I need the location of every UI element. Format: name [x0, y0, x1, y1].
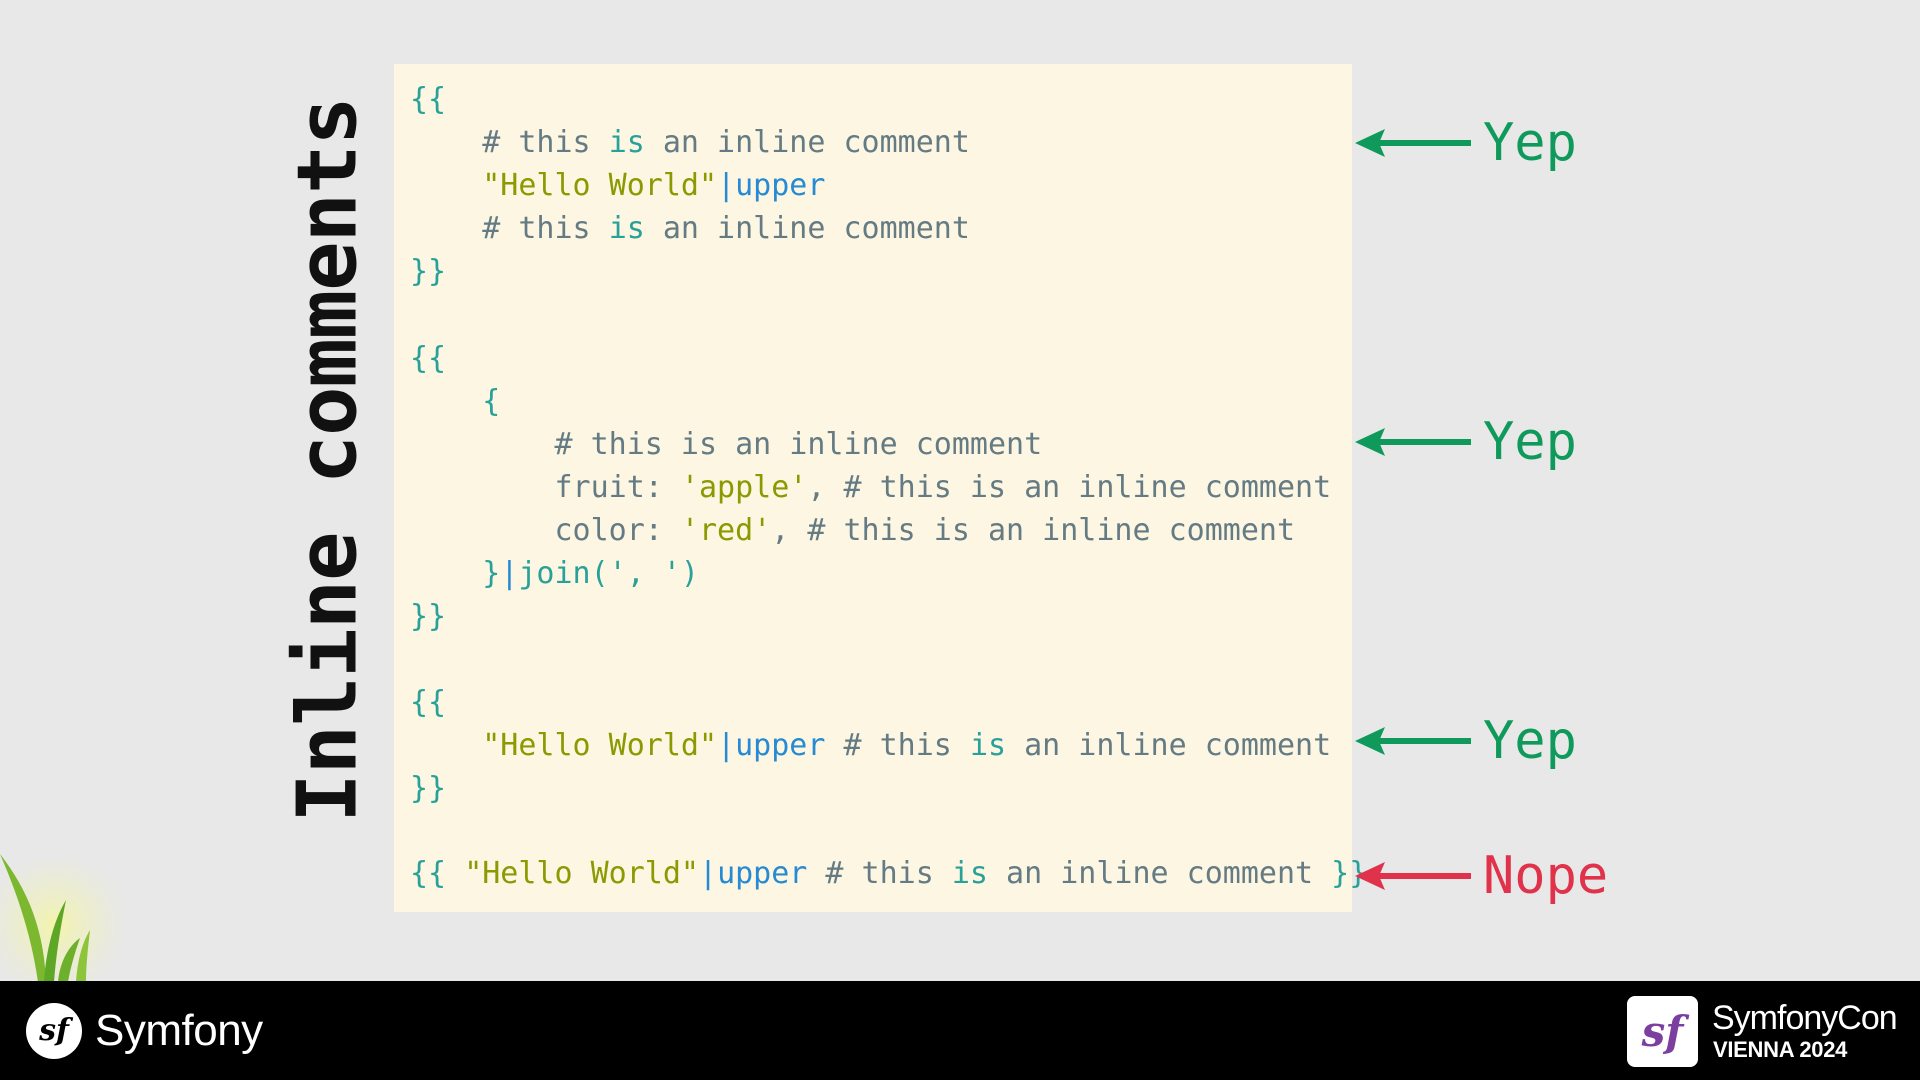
code-token: {{: [410, 685, 447, 720]
code-token: "Hello World": [464, 856, 699, 891]
code-line: "Hello World"|upper: [410, 166, 825, 206]
slide: Inline comments {{ # this is an inline c…: [0, 64, 1615, 990]
code-token: an inline comment: [644, 211, 970, 246]
arrow-left-icon: [1355, 727, 1471, 755]
code-token: 'red': [680, 513, 772, 548]
code-token: |: [717, 728, 736, 763]
footer-bar: sf Symfony sf SymfonyCon VIENNA 2024: [0, 981, 1920, 1080]
code-token: fruit:: [554, 470, 681, 505]
grass-decoration: [0, 854, 140, 990]
symfony-brand-name: Symfony: [95, 1006, 263, 1055]
code-token: # this is an inline comment: [554, 427, 1043, 462]
code-token: |: [717, 168, 736, 203]
code-token: {{: [410, 341, 447, 376]
arrow-left-icon: [1355, 428, 1471, 456]
code-line: {{: [410, 683, 446, 723]
event-place: VIENNA 2024: [1713, 1037, 1848, 1062]
code-line: # this is an inline comment: [410, 425, 1043, 465]
code-token: 'apple': [680, 470, 808, 505]
code-token: |: [699, 856, 718, 891]
code-line: }}: [410, 252, 446, 292]
symfony-logo-icon: sf: [26, 1003, 82, 1059]
code-line: {{ "Hello World"|upper # this is an inli…: [410, 854, 1367, 894]
code-token: join(', '): [518, 556, 699, 591]
code-line: }|join(', '): [410, 554, 699, 594]
code-line: # this is an inline comment: [410, 123, 970, 163]
code-token: upper: [735, 728, 826, 763]
verdict-annotation: Nope: [1355, 846, 1615, 906]
code-token: # this: [825, 728, 970, 763]
verdict-annotation: Yep: [1355, 113, 1615, 173]
code-token: ,: [771, 513, 808, 548]
code-token: upper: [735, 168, 826, 203]
verdict-annotation: Yep: [1355, 412, 1615, 472]
slide-title: Inline comments: [280, 97, 375, 823]
verdict-label: Yep: [1483, 113, 1577, 173]
code-token: |: [500, 556, 519, 591]
code-token: is: [969, 728, 1007, 763]
code-line: }}: [410, 597, 446, 637]
code-token: }}: [410, 771, 447, 806]
slide-title-text: Inline comments: [280, 97, 375, 823]
code-token: ,: [807, 470, 844, 505]
code-token: # this: [807, 856, 952, 891]
verdict-label: Nope: [1483, 846, 1609, 906]
code-line: {: [410, 382, 500, 422]
code-token: # this is an inline comment: [807, 513, 1296, 548]
code-token: {: [482, 384, 501, 419]
code-token: }}: [410, 599, 447, 634]
code-line: {{: [410, 80, 446, 120]
code-panel: {{ # this is an inline comment "Hello Wo…: [394, 64, 1367, 912]
code-token: color:: [554, 513, 681, 548]
code-token: }: [482, 556, 501, 591]
code-token: # this: [482, 125, 609, 160]
code-line: fruit: 'apple', # this is an inline comm…: [410, 468, 1332, 508]
code-token: an inline comment: [644, 125, 970, 160]
code-token: "Hello World": [482, 168, 718, 203]
code-line: color: 'red', # this is an inline commen…: [410, 511, 1296, 551]
code-token: }}: [410, 254, 447, 289]
symfonycon-logo-icon: sf: [1627, 996, 1698, 1067]
code-token: {{: [410, 856, 465, 891]
code-line: {{: [410, 339, 446, 379]
code-token: an inline comment: [988, 856, 1332, 891]
verdict-annotation: Yep: [1355, 711, 1615, 771]
code-token: is: [608, 125, 645, 160]
verdict-label: Yep: [1483, 412, 1577, 472]
arrow-left-icon: [1355, 129, 1471, 157]
code-line: "Hello World"|upper # this is an inline …: [410, 726, 1331, 766]
code-token: upper: [717, 856, 808, 891]
event-name: SymfonyCon: [1712, 999, 1898, 1037]
code-token: # this is an inline comment: [843, 470, 1332, 505]
code-token: {{: [410, 82, 447, 117]
verdict-label: Yep: [1483, 711, 1577, 771]
code-token: is: [951, 856, 988, 891]
code-token: "Hello World": [482, 728, 718, 763]
code-token: an inline comment: [1006, 728, 1332, 763]
code-line: # this is an inline comment: [410, 209, 970, 249]
code-line: }}: [410, 769, 446, 809]
code-token: # this: [482, 211, 609, 246]
code-token: is: [608, 211, 645, 246]
arrow-left-icon: [1355, 862, 1471, 890]
